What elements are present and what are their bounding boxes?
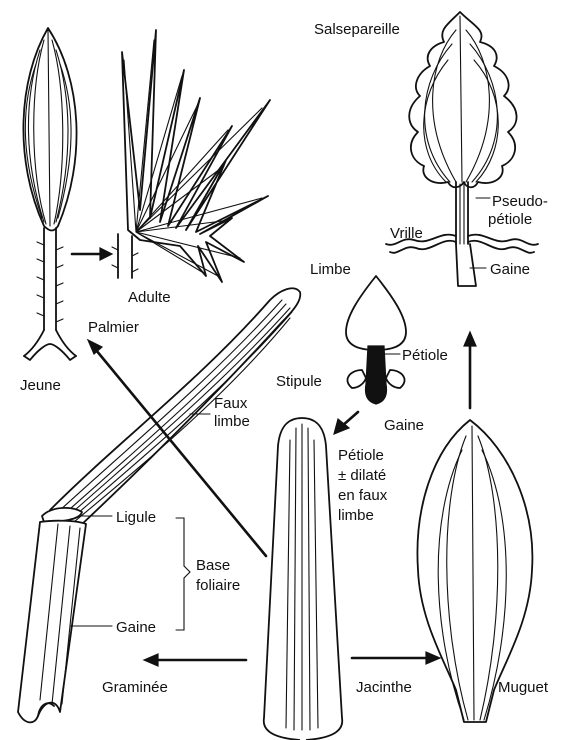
label-adulte: Adulte (128, 289, 171, 306)
label-palmier: Palmier (88, 319, 139, 336)
label-petiole-dilate-1: Pétiole (338, 447, 384, 464)
label-petiole-dilate-2: ± dilaté (338, 467, 386, 484)
label-muguet: Muguet (498, 679, 549, 696)
label-faux-2: limbe (214, 413, 250, 430)
arrow-to-jacinthe (334, 412, 358, 434)
label-base-1: Base (196, 557, 230, 574)
label-pseudo-2: pétiole (488, 211, 532, 228)
jacinthe-leaf (264, 418, 342, 740)
label-base-2: foliaire (196, 577, 240, 594)
label-vrille: Vrille (390, 225, 423, 242)
grass-leaf (18, 288, 300, 722)
label-faux-1: Faux (214, 395, 248, 412)
muguet-leaf (417, 420, 532, 722)
label-stipule: Stipule (276, 373, 322, 390)
label-limbe: Limbe (310, 261, 351, 278)
arrow-muguet-to-salsepareille (464, 332, 476, 408)
label-graminee: Graminée (102, 679, 168, 696)
label-gaine-center: Gaine (384, 417, 424, 434)
arrow-young-to-adult (72, 248, 112, 260)
arrow-to-muguet (352, 652, 440, 664)
label-gaine-salsepareille: Gaine (490, 261, 530, 278)
label-jeune: Jeune (20, 377, 61, 394)
label-jacinthe: Jacinthe (356, 679, 412, 696)
label-salsepareille: Salsepareille (314, 21, 400, 38)
salsepareille-leaf (386, 12, 538, 286)
arrow-to-palmier (88, 340, 266, 556)
typical-leaf (346, 276, 406, 404)
label-ligule: Ligule (116, 509, 156, 526)
label-pseudo-1: Pseudo- (492, 193, 548, 210)
palm-young-leaf (23, 28, 76, 360)
base-foliaire-brace (176, 518, 190, 630)
label-petiole: Pétiole (402, 347, 448, 364)
label-petiole-dilate-4: limbe (338, 507, 374, 524)
label-petiole-dilate-3: en faux (338, 487, 388, 504)
palm-adult-leaf (112, 30, 270, 282)
arrow-to-graminee (144, 654, 246, 666)
label-gaine-graminee: Gaine (116, 619, 156, 636)
